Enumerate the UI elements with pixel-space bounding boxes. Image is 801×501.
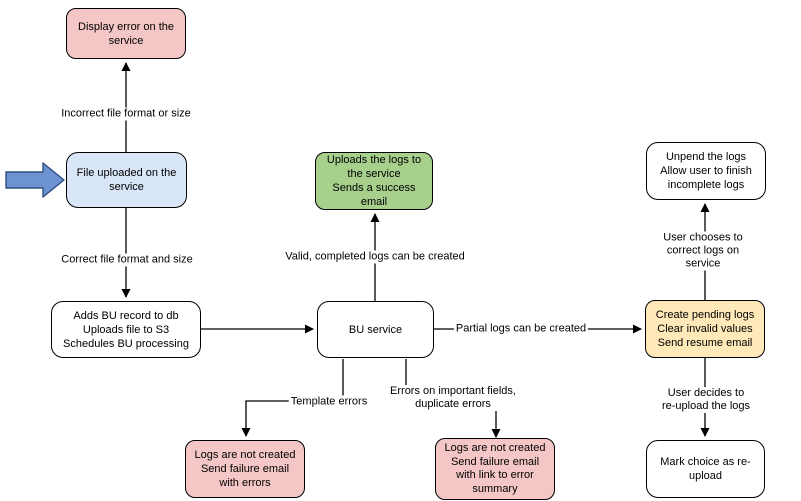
entry-arrow-icon	[5, 162, 65, 198]
node-create-pending-logs: Create pending logs Clear invalid values…	[645, 300, 765, 358]
node-uploads-logs-success: Uploads the logs to the service Sends a …	[315, 152, 433, 210]
edge-label-important-fields-errors: Errors on important fields, duplicate er…	[388, 385, 518, 411]
edge-label-user-decides-reupload: User decides to re-upload the logs	[658, 387, 754, 413]
node-logs-failure-with-errors: Logs are not created Send failure email …	[185, 440, 305, 498]
node-adds-bu-record: Adds BU record to db Uploads file to S3 …	[51, 301, 201, 358]
node-file-uploaded: File uploaded on the service	[66, 152, 187, 208]
edge-label-template-errors: Template errors	[288, 395, 370, 409]
edge-label-incorrect-file-format: Incorrect file format or size	[59, 107, 193, 121]
edge-label-valid-completed-logs: Valid, completed logs can be created	[283, 250, 467, 264]
edge-label-user-chooses-correct: User chooses to correct logs on service	[654, 231, 752, 271]
node-logs-failure-error-summary: Logs are not created Send failure email …	[435, 438, 555, 500]
node-mark-choice-reupload: Mark choice as re- upload	[646, 440, 765, 498]
node-unpend-logs: Unpend the logs Allow user to finish inc…	[646, 142, 766, 200]
node-display-error: Display error on the service	[66, 8, 186, 59]
edge-label-correct-file-format: Correct file format and size	[59, 253, 195, 267]
edge-label-partial-logs: Partial logs can be created	[453, 322, 589, 336]
node-bu-service: BU service	[317, 301, 434, 358]
